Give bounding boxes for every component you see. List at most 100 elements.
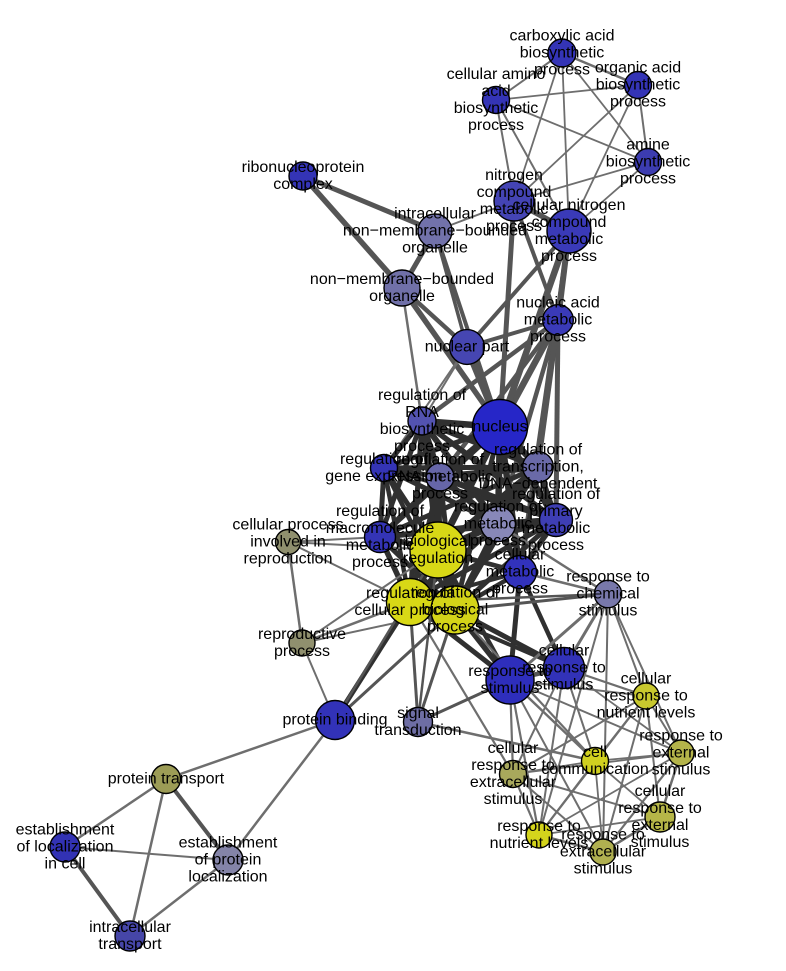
svg-text:external: external — [653, 745, 710, 762]
svg-text:process: process — [610, 94, 666, 111]
svg-text:ribonucleoprotein: ribonucleoprotein — [242, 159, 365, 176]
svg-text:metabolic: metabolic — [480, 201, 548, 218]
svg-text:nitrogen: nitrogen — [485, 167, 543, 184]
svg-text:compound: compound — [532, 214, 607, 231]
svg-text:metabolic: metabolic — [524, 312, 592, 329]
svg-text:cellular process: cellular process — [232, 517, 343, 534]
svg-text:regulation of: regulation of — [396, 452, 485, 469]
svg-text:RNA metabolic: RNA metabolic — [387, 469, 493, 486]
svg-text:of localization: of localization — [17, 839, 114, 856]
svg-text:amine: amine — [626, 137, 670, 154]
svg-text:cellular nitrogen: cellular nitrogen — [513, 197, 626, 214]
svg-text:response to: response to — [561, 827, 645, 844]
svg-text:transport: transport — [98, 936, 162, 953]
svg-text:intracellular: intracellular — [89, 919, 171, 936]
svg-text:metabolic: metabolic — [464, 516, 532, 533]
svg-text:reproduction: reproduction — [244, 551, 333, 568]
svg-text:process: process — [394, 438, 450, 455]
svg-text:biosynthetic: biosynthetic — [606, 154, 691, 171]
svg-text:cellular amino: cellular amino — [447, 66, 546, 83]
svg-text:transcription,: transcription, — [492, 459, 584, 476]
svg-text:process: process — [541, 248, 597, 265]
svg-text:carboxylic acid: carboxylic acid — [510, 28, 615, 45]
svg-text:response to: response to — [639, 728, 723, 745]
svg-text:RNA: RNA — [405, 404, 439, 421]
svg-text:biosynthetic: biosynthetic — [380, 421, 465, 438]
svg-text:organelle: organelle — [402, 240, 468, 257]
svg-text:organic acid: organic acid — [595, 60, 681, 77]
svg-text:transduction: transduction — [374, 722, 461, 739]
svg-text:regulation of: regulation of — [340, 451, 429, 468]
svg-text:cellular: cellular — [488, 740, 539, 757]
svg-text:macromolecule: macromolecule — [326, 520, 435, 537]
svg-text:metabolic: metabolic — [346, 537, 414, 554]
svg-text:compound: compound — [477, 184, 552, 201]
svg-text:regulation of: regulation of — [512, 486, 601, 503]
svg-text:protein binding: protein binding — [283, 712, 388, 729]
svg-text:process: process — [468, 117, 524, 134]
svg-text:biosynthetic: biosynthetic — [520, 45, 605, 62]
svg-text:acid: acid — [481, 83, 510, 100]
svg-text:external: external — [632, 817, 689, 834]
svg-text:biosynthetic: biosynthetic — [596, 77, 681, 94]
svg-text:cell: cell — [583, 744, 607, 761]
svg-text:process: process — [492, 581, 548, 598]
svg-text:process: process — [486, 218, 542, 235]
svg-text:DNA−dependent: DNA−dependent — [479, 476, 598, 493]
svg-text:establishment: establishment — [179, 835, 278, 852]
svg-text:process: process — [427, 619, 483, 636]
svg-text:signal: signal — [397, 705, 439, 722]
svg-text:cellular: cellular — [621, 671, 672, 688]
svg-text:reproductive: reproductive — [258, 626, 346, 643]
svg-text:response to: response to — [522, 660, 606, 677]
svg-text:response to: response to — [604, 688, 688, 705]
svg-text:biological: biological — [422, 602, 489, 619]
svg-text:communication: communication — [541, 761, 649, 778]
svg-text:biosynthetic: biosynthetic — [454, 100, 539, 117]
svg-text:establishment: establishment — [16, 822, 115, 839]
svg-text:cellular: cellular — [495, 547, 546, 564]
svg-text:extracellular: extracellular — [560, 844, 647, 861]
svg-text:non−membrane−bounded: non−membrane−bounded — [343, 223, 527, 240]
svg-text:stimulus: stimulus — [484, 791, 543, 808]
svg-text:process: process — [528, 537, 584, 554]
svg-text:response to: response to — [497, 818, 581, 835]
svg-text:biological: biological — [405, 533, 472, 550]
svg-text:regulation of: regulation of — [378, 387, 467, 404]
svg-text:nucleic acid: nucleic acid — [516, 295, 600, 312]
svg-text:nutrient levels: nutrient levels — [490, 835, 589, 852]
svg-text:regulation of: regulation of — [411, 585, 500, 602]
svg-text:chemical: chemical — [576, 586, 639, 603]
svg-text:nuclear part: nuclear part — [425, 339, 510, 356]
svg-text:process: process — [352, 554, 408, 571]
svg-text:regulation of: regulation of — [494, 442, 583, 459]
svg-text:non−membrane−bounded: non−membrane−bounded — [310, 271, 494, 288]
svg-text:of protein: of protein — [195, 852, 262, 869]
svg-text:process: process — [274, 643, 330, 660]
svg-text:process: process — [530, 329, 586, 346]
svg-text:response to: response to — [468, 663, 552, 680]
svg-text:primary: primary — [529, 503, 582, 520]
svg-text:regulation of: regulation of — [454, 499, 543, 516]
svg-text:stimulus: stimulus — [481, 680, 540, 697]
svg-text:metabolic: metabolic — [535, 231, 603, 248]
svg-text:metabolic: metabolic — [486, 564, 554, 581]
svg-text:in cell: in cell — [45, 856, 86, 873]
svg-text:process: process — [534, 62, 590, 79]
svg-text:stimulus: stimulus — [631, 834, 690, 851]
svg-text:process: process — [620, 171, 676, 188]
svg-text:cellular: cellular — [539, 643, 590, 660]
svg-text:protein transport: protein transport — [108, 771, 225, 788]
svg-text:nucleus: nucleus — [472, 419, 527, 436]
svg-text:process: process — [470, 533, 526, 550]
svg-text:organelle: organelle — [369, 288, 435, 305]
svg-text:stimulus: stimulus — [535, 677, 594, 694]
svg-text:stimulus: stimulus — [574, 861, 633, 878]
svg-text:regulation of: regulation of — [336, 503, 425, 520]
svg-text:regulation: regulation — [403, 550, 473, 567]
svg-text:involved in: involved in — [250, 534, 326, 551]
svg-text:cellular: cellular — [635, 783, 686, 800]
svg-text:regulation of: regulation of — [366, 585, 455, 602]
svg-text:process: process — [412, 486, 468, 503]
svg-text:response to: response to — [618, 800, 702, 817]
